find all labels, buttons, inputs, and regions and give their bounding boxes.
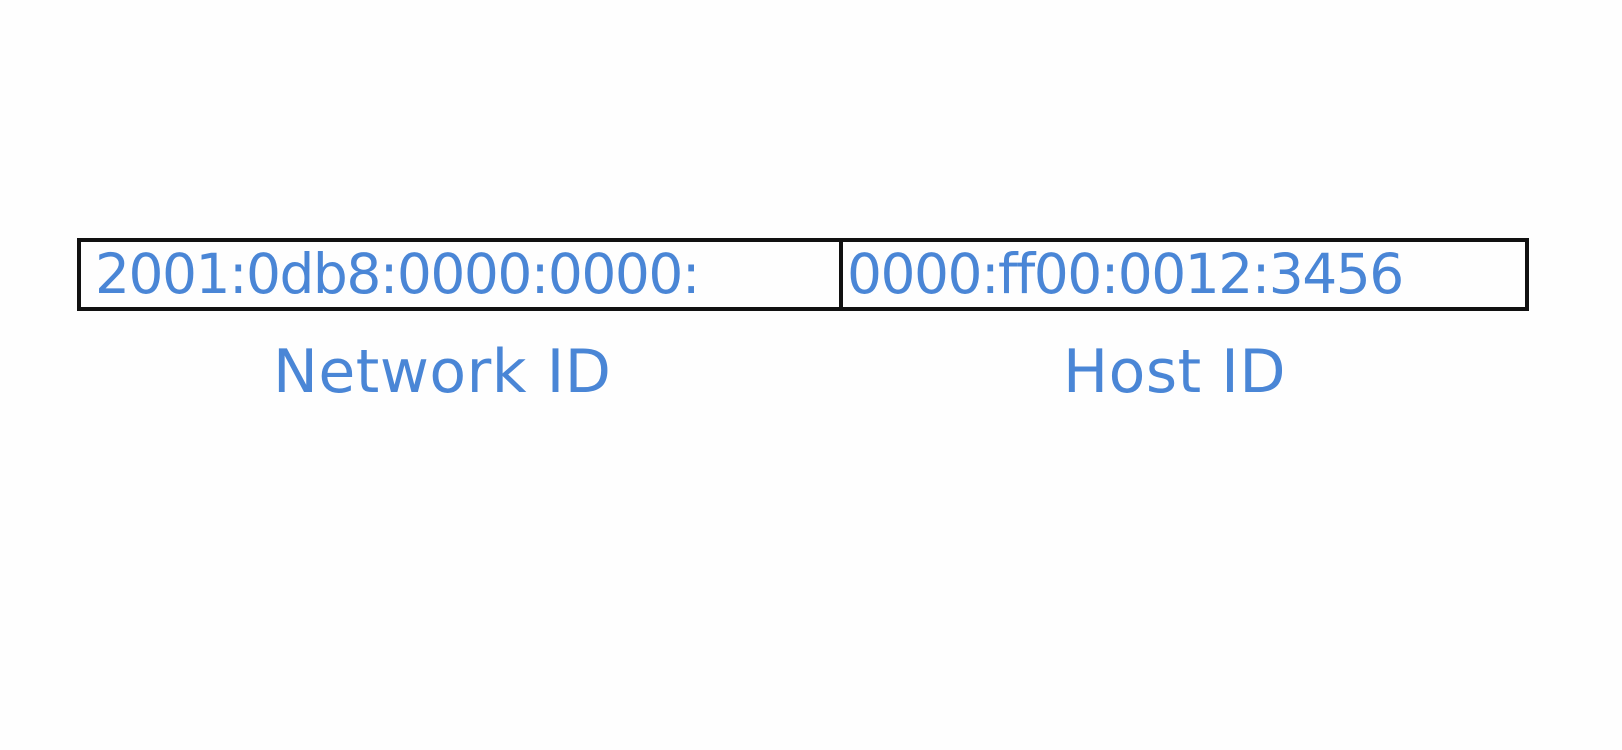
host-id-label: Host ID xyxy=(1063,337,1287,407)
host-id-value: 0000:ff00:0012:3456 xyxy=(847,242,1404,306)
network-id-label: Network ID xyxy=(273,337,612,407)
host-id-segment: 0000:ff00:0012:3456 xyxy=(843,242,1525,307)
network-id-segment: 2001:0db8:0000:0000: xyxy=(81,242,843,307)
network-id-value: 2001:0db8:0000:0000: xyxy=(95,242,700,306)
ipv6-address-box: 2001:0db8:0000:0000: 0000:ff00:0012:3456 xyxy=(77,238,1529,311)
